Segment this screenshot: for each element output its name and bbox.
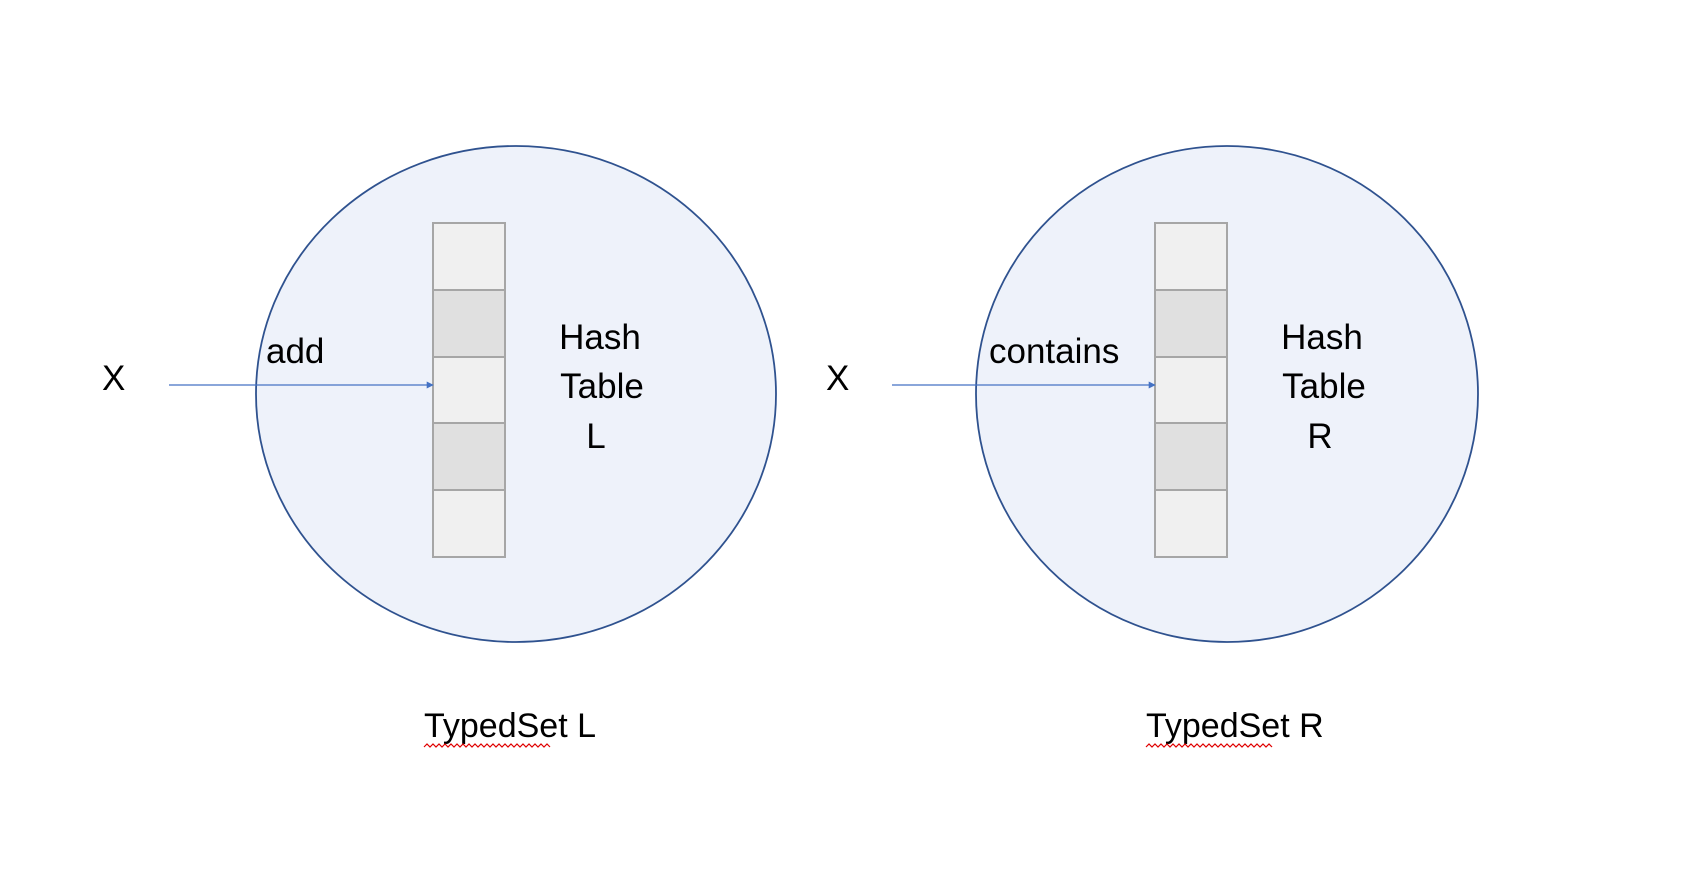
hash-table-label-left-line2: Table [560,367,644,406]
spellcheck-underline-left [423,743,551,748]
hash-table-label-right-line2: Table [1282,367,1366,406]
hash-table-right-buckets [1154,222,1228,558]
spellcheck-underline-right [1145,743,1273,748]
bucket-cell [432,222,506,291]
bucket-cell [1154,289,1228,358]
caption-suffix-right: R [1290,707,1324,745]
hash-table-label-left-line1: Hash [559,318,641,357]
bucket-cell [432,356,506,424]
bucket-cell [1154,422,1228,491]
bucket-cell [432,489,506,558]
caption-suffix-left: L [568,707,596,745]
bucket-cell [432,289,506,358]
hash-table-left-buckets [432,222,506,558]
typedset-left-ellipse [255,145,777,643]
operation-label-add: add [266,332,324,371]
input-label-x-left: X [102,359,125,398]
typedset-right: X contains Hash Table R TypedSet R [826,145,1479,748]
input-label-x-right: X [826,359,849,398]
caption-word-right: TypedSet [1146,707,1290,745]
typedset-caption-right: TypedSet R [1146,707,1324,745]
caption-word-left: TypedSet [424,707,568,745]
bucket-cell [1154,356,1228,424]
typedset-left: X add Hash Table L TypedSet L [102,145,777,748]
bucket-cell [1154,222,1228,291]
operation-label-contains: contains [989,332,1119,371]
bucket-cell [432,422,506,491]
bucket-cell [1154,489,1228,558]
hash-table-label-left-line3: L [586,417,605,456]
hash-table-label-right-line3: R [1307,417,1332,456]
typedset-caption-left: TypedSet L [424,707,596,745]
hash-table-label-right-line1: Hash [1281,318,1363,357]
